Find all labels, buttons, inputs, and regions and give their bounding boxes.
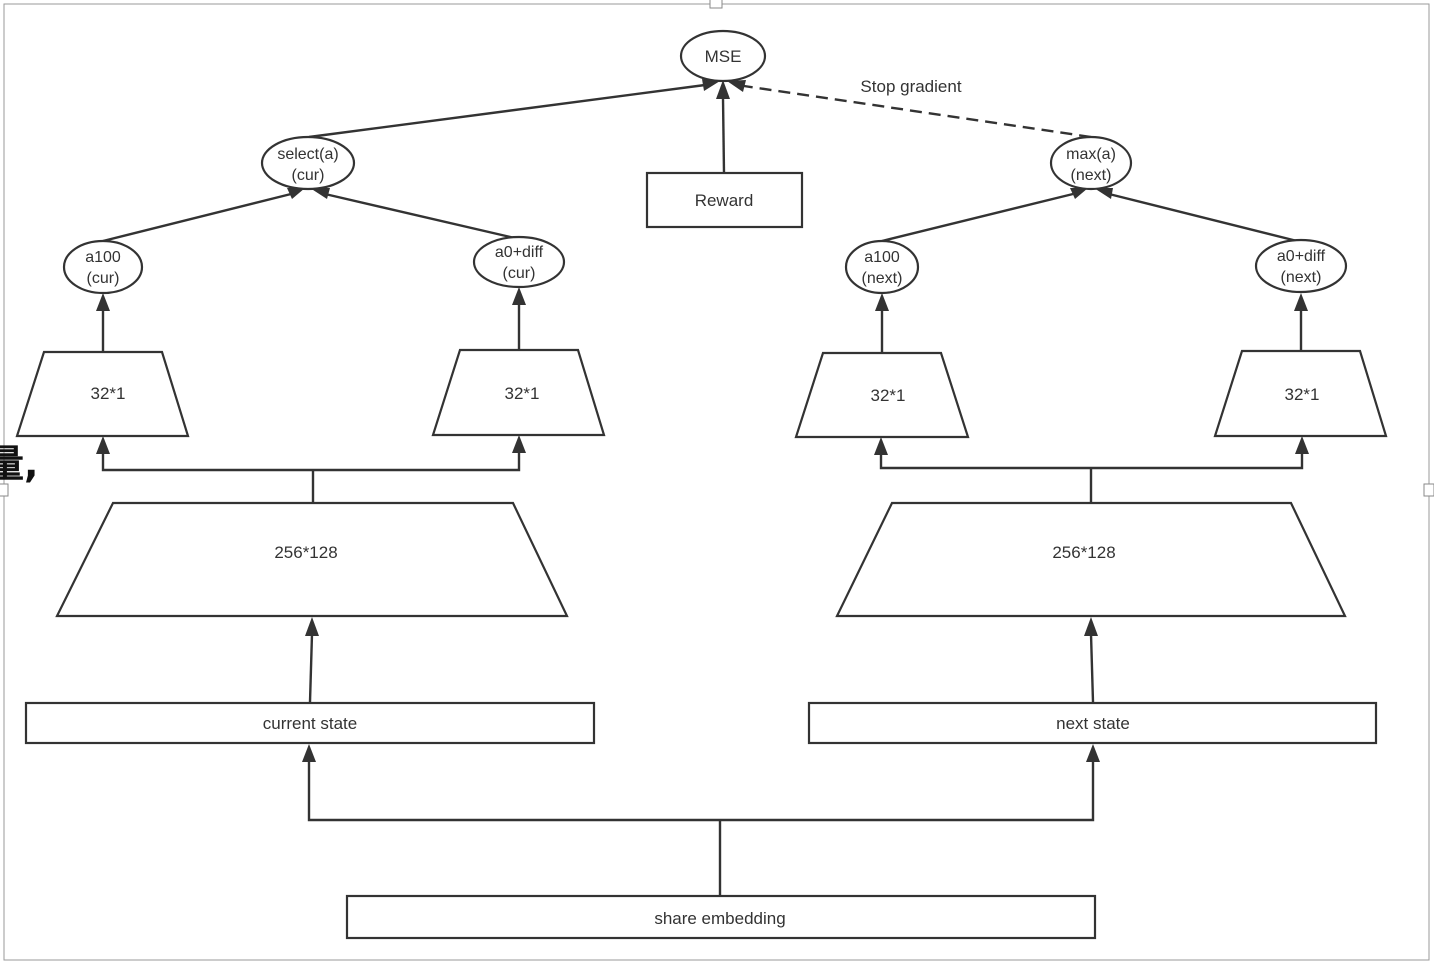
edge-embedding-to-current xyxy=(307,760,720,822)
a0diff-cur-line1: a0+diff xyxy=(495,244,544,261)
a0diff-next-line2: (next) xyxy=(1281,269,1322,286)
edge-a0diff-cur-to-select xyxy=(324,192,520,241)
clipped-text-fragment: 量, xyxy=(0,442,38,486)
edge-current-to-fc xyxy=(308,633,314,703)
arrowhead-fc-small-2 xyxy=(512,435,526,453)
node-fc-small-3[interactable]: 32*1 xyxy=(794,351,970,439)
fc-small-4-label: 32*1 xyxy=(1285,385,1320,404)
node-a0diff-next[interactable]: a0+diff (next) xyxy=(1254,238,1348,294)
node-select-cur[interactable]: select(a) (cur) xyxy=(260,135,356,191)
node-fc-big-cur[interactable]: 256*128 xyxy=(55,501,569,618)
max-next-line1: max(a) xyxy=(1066,146,1116,163)
node-fc-small-2[interactable]: 32*1 xyxy=(431,348,606,437)
edge-select-to-mse xyxy=(308,83,706,139)
fc-small-3-label: 32*1 xyxy=(871,386,906,405)
fc-big-cur-label: 256*128 xyxy=(274,543,337,562)
next-state-label: next state xyxy=(1056,714,1130,733)
edge-a0diff-next-to-max xyxy=(1108,192,1302,244)
a100-next-line1: a100 xyxy=(864,249,900,266)
node-fc-small-1[interactable]: 32*1 xyxy=(15,350,190,438)
node-max-next[interactable]: max(a) (next) xyxy=(1049,135,1133,191)
arrowhead-a100-next xyxy=(875,293,889,311)
node-current-state[interactable]: current state xyxy=(24,701,596,745)
resize-handle-top[interactable] xyxy=(709,0,723,9)
a100-cur-line2: (cur) xyxy=(87,270,120,287)
select-cur-line1: select(a) xyxy=(277,146,338,163)
max-next-line2: (next) xyxy=(1071,167,1112,184)
arrowhead-a100-cur xyxy=(96,293,110,311)
mse-label: MSE xyxy=(705,47,742,66)
current-state-label: current state xyxy=(263,714,358,733)
select-cur-line2: (cur) xyxy=(292,167,325,184)
resize-handle-left[interactable] xyxy=(0,483,9,497)
node-a100-next[interactable]: a100 (next) xyxy=(844,239,920,295)
arrowhead-current-state xyxy=(302,744,316,762)
fc-small-1-label: 32*1 xyxy=(91,384,126,403)
edge-fc-next-to-right xyxy=(1091,452,1304,470)
a100-next-line2: (next) xyxy=(862,270,903,287)
node-fc-big-next[interactable]: 256*128 xyxy=(835,501,1347,618)
resize-handle-right[interactable] xyxy=(1423,483,1434,497)
image-frame[interactable] xyxy=(3,3,1430,961)
edge-fc-cur-to-left xyxy=(101,452,313,472)
edge-fc-cur-to-right xyxy=(313,452,521,472)
node-mse[interactable]: MSE xyxy=(679,29,767,83)
fc-small-2-label: 32*1 xyxy=(505,384,540,403)
a0diff-cur-line2: (cur) xyxy=(503,265,536,282)
arrowhead-select-right xyxy=(310,188,330,199)
arrowhead-max-left xyxy=(1070,188,1088,199)
node-reward[interactable]: Reward xyxy=(645,171,804,229)
edge-a100-cur-to-select xyxy=(102,192,292,243)
reward-label: Reward xyxy=(695,191,754,210)
edges xyxy=(96,79,1309,896)
node-a0diff-cur[interactable]: a0+diff (cur) xyxy=(472,235,566,289)
arrowhead-a0diff-cur xyxy=(512,287,526,305)
edge-next-to-fc xyxy=(1089,633,1095,703)
arrowhead-mse-left xyxy=(702,79,720,91)
arrowhead-fc-big-cur xyxy=(305,617,319,636)
arrowhead-next-state xyxy=(1086,744,1100,762)
edge-embedding-to-next xyxy=(720,760,1095,822)
edge-a100-next-to-max xyxy=(881,192,1074,243)
arrowhead-mse-right xyxy=(727,80,746,92)
arrowhead-select-left xyxy=(287,188,305,199)
arrowhead-fc-small-1 xyxy=(96,436,110,454)
a100-cur-line1: a100 xyxy=(85,249,121,266)
arrowhead-max-right xyxy=(1094,188,1113,199)
node-next-state[interactable]: next state xyxy=(807,701,1378,745)
a0diff-next-line1: a0+diff xyxy=(1277,248,1326,265)
node-share-embedding[interactable]: share embedding xyxy=(345,894,1097,940)
fc-big-next-label: 256*128 xyxy=(1052,543,1115,562)
edge-fc-next-to-left xyxy=(879,452,1091,470)
node-a100-cur[interactable]: a100 (cur) xyxy=(62,239,144,295)
arrowhead-fc-small-4 xyxy=(1295,436,1309,454)
node-fc-small-4[interactable]: 32*1 xyxy=(1213,349,1388,438)
stop-gradient-label: Stop gradient xyxy=(860,77,961,96)
edge-max-to-mse-dashed xyxy=(743,84,1092,139)
share-embedding-label: share embedding xyxy=(654,909,785,928)
arrowhead-mse-center xyxy=(716,80,730,99)
arrowhead-fc-big-next xyxy=(1084,617,1098,636)
arrowhead-fc-small-3 xyxy=(874,437,888,455)
arrowhead-a0diff-next xyxy=(1294,293,1308,311)
edge-reward-to-mse xyxy=(721,97,726,174)
